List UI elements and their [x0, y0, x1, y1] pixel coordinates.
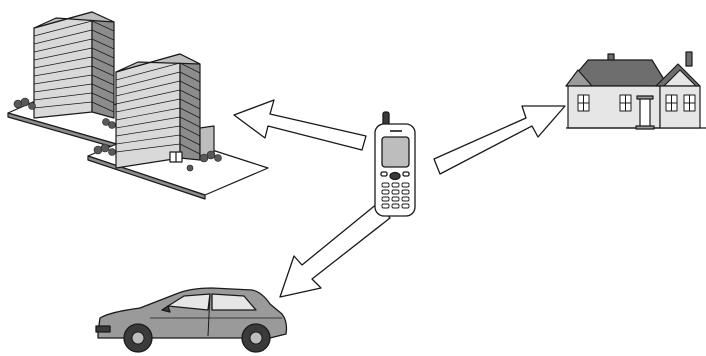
- arrow-to-house: [434, 106, 565, 174]
- tower-front: [116, 54, 214, 168]
- car-icon: [96, 288, 287, 352]
- arrow-to-office: [234, 100, 366, 150]
- tower-back: [34, 12, 114, 118]
- office-buildings-icon: [8, 12, 268, 199]
- mobile-phone-icon: [375, 112, 415, 216]
- arrow-to-car: [280, 203, 390, 297]
- house-icon: [566, 52, 706, 129]
